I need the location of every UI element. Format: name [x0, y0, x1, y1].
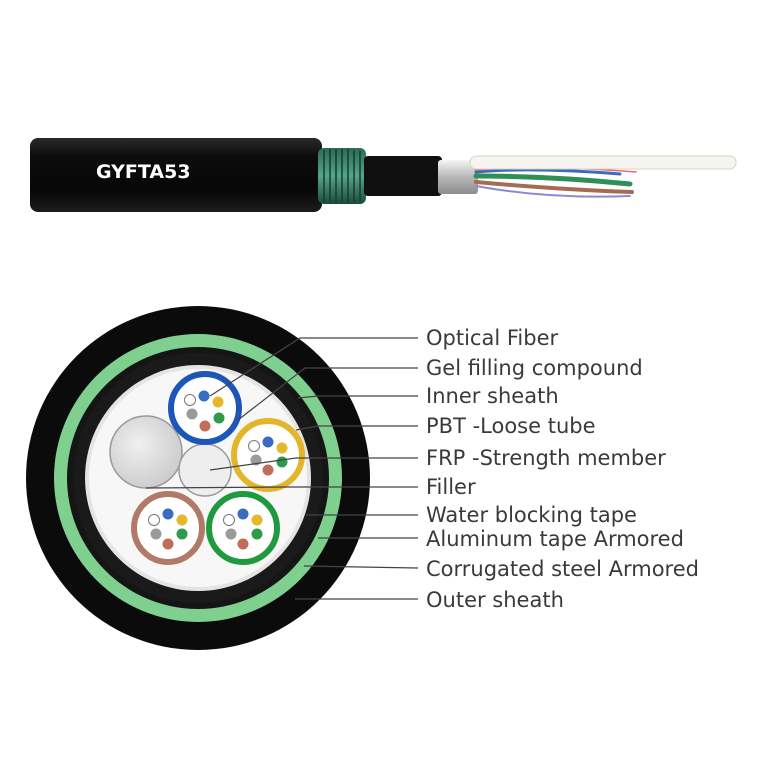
leader-frp	[209, 457, 418, 471]
component-labels: Optical Fiber Gel filling compound Inner…	[426, 326, 699, 612]
cable-frp-rod	[469, 155, 737, 170]
loose-tube-blue	[168, 371, 242, 445]
label-water-tape: Water blocking tape	[426, 503, 637, 527]
loose-tube-brown	[131, 491, 205, 565]
leader-filler	[145, 486, 418, 489]
label-aluminum-tape: Aluminum tape Armored	[426, 527, 684, 551]
label-filler: Filler	[426, 475, 476, 499]
loose-tube-green	[206, 491, 280, 565]
leader-gel-filling	[237, 367, 418, 421]
cable-inner-sheath	[364, 156, 442, 196]
cross-section	[26, 306, 370, 650]
leader-pbt-tube	[295, 425, 418, 431]
loose-tube-yellow	[231, 418, 305, 492]
cable-model-label: GYFTA53	[96, 161, 191, 183]
filler-rod	[109, 415, 183, 489]
armor-ridges	[323, 149, 361, 203]
cable-side-view: GYFTA53	[30, 138, 737, 212]
cable-aluminum-wrap	[438, 160, 478, 194]
label-corrugated-steel: Corrugated steel Armored	[426, 557, 699, 581]
leader-lines	[145, 337, 419, 600]
leader-optical-fiber	[209, 337, 418, 397]
label-outer-sheath: Outer sheath	[426, 588, 564, 612]
label-frp: FRP -Strength member	[426, 446, 666, 470]
leader-corrugated-steel	[303, 565, 419, 569]
label-inner-sheath: Inner sheath	[426, 384, 559, 408]
cable-outer-jacket	[30, 138, 322, 212]
label-optical-fiber: Optical Fiber	[426, 326, 558, 350]
label-pbt-tube: PBT -Loose tube	[426, 414, 596, 438]
leader-inner-sheath	[297, 395, 418, 399]
label-gel-filling: Gel filling compound	[426, 356, 643, 380]
